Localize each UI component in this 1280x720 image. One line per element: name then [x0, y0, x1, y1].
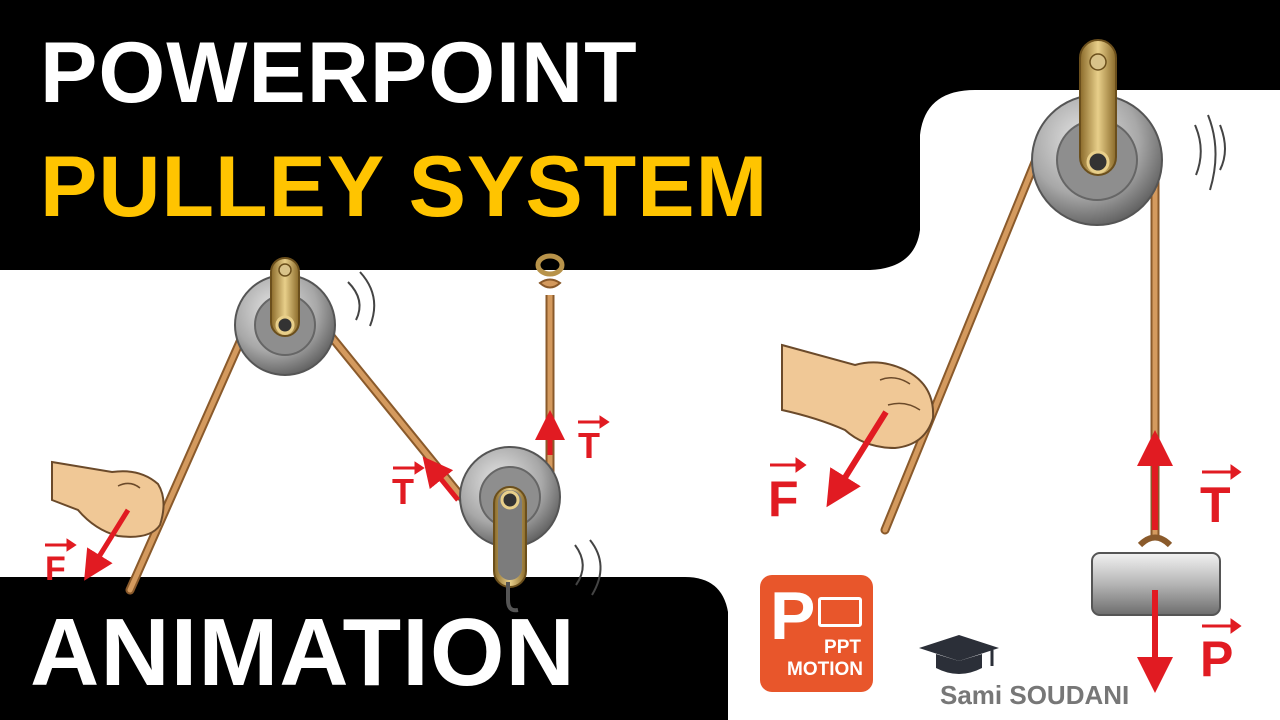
rope-anchor: [535, 253, 565, 289]
title-powerpoint: POWERPOINT: [40, 25, 638, 121]
graduation-cap-icon: [919, 635, 999, 674]
vector-label-f-left: F: [45, 550, 66, 588]
title-animation: ANIMATION: [30, 599, 576, 706]
author-name: Sami SOUDANI: [940, 680, 1130, 710]
logo-motion-text: MOTION: [787, 659, 863, 680]
logo-letter: P: [770, 578, 816, 654]
vector-label-p-right: P: [1200, 631, 1234, 687]
fixed-pulley-left: [234, 257, 376, 376]
vector-label-t-left-b: T: [578, 425, 600, 466]
title-banner: [0, 0, 1280, 270]
movable-pulley: [459, 446, 602, 613]
title-pulley-system: PULLEY SYSTEM: [40, 139, 769, 235]
ppt-motion-logo: P PPT MOTION: [760, 575, 873, 692]
vector-arrows-right: [826, 410, 1173, 693]
hand-left: [51, 460, 165, 538]
vector-label-t-left-a: T: [392, 471, 414, 512]
fixed-pulley-right: [1031, 39, 1226, 226]
logo-ppt-text: PPT: [824, 637, 861, 658]
vector-overbars: [45, 415, 1242, 634]
slide-icon: [818, 597, 862, 627]
vector-label-f-right: F: [768, 471, 799, 527]
hand-right: [781, 343, 935, 450]
vector-label-t-right: T: [1200, 477, 1231, 533]
left-rope: [125, 295, 555, 595]
vector-arrows-left: [84, 410, 565, 581]
